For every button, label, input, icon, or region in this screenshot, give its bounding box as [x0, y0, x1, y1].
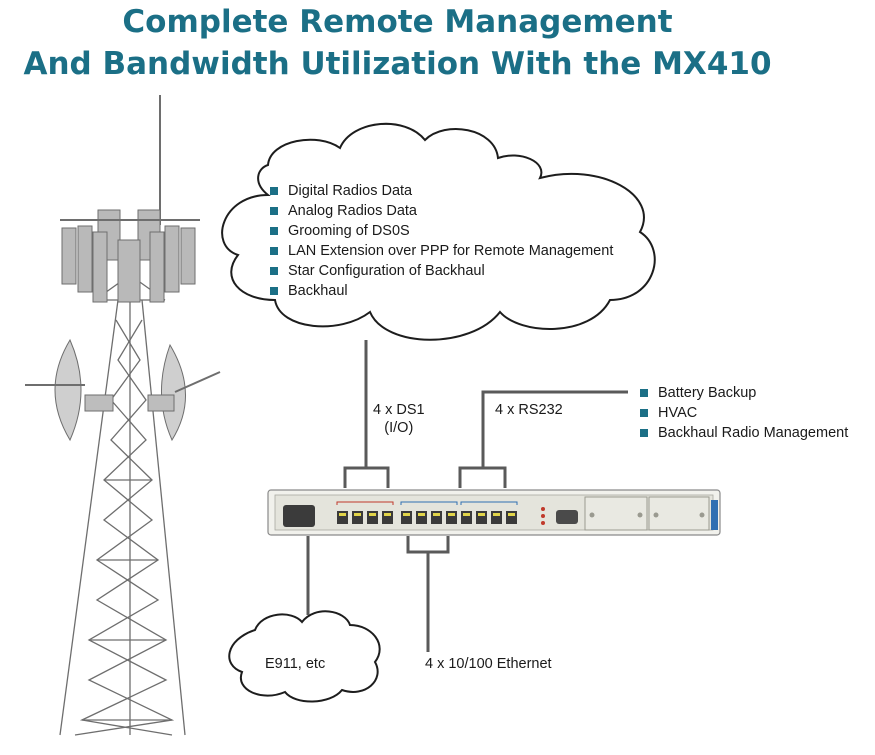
ds1-label-line-2: (I/O) — [384, 420, 414, 436]
cell-tower-illustration — [25, 95, 221, 736]
bullet-square-icon — [640, 429, 648, 437]
list-item: Backhaul Radio Management — [638, 423, 848, 443]
bullet-square-icon — [270, 247, 278, 255]
serial-port — [556, 510, 578, 524]
list-item: Grooming of DS0S — [268, 221, 613, 241]
title-line-1: Complete Remote Management — [122, 4, 673, 40]
list-item: HVAC — [638, 403, 848, 423]
list-item: Backhaul — [268, 281, 613, 301]
bullet-square-icon — [270, 207, 278, 215]
ds1-label: 4 x DS1 (I/O) — [373, 401, 425, 437]
list-item: Analog Radios Data — [268, 201, 613, 221]
bullet-square-icon — [270, 187, 278, 195]
bullet-square-icon — [270, 227, 278, 235]
bullet-square-icon — [640, 409, 648, 417]
list-item: Battery Backup — [638, 383, 848, 403]
e911-label: E911, etc — [265, 656, 326, 672]
side-bullet-list: Battery Backup HVAC Backhaul Radio Manag… — [638, 383, 848, 443]
bullet-square-icon — [270, 267, 278, 275]
title-line-2: And Bandwidth Utilization With the MX410 — [23, 46, 772, 82]
e911-cloud — [228, 610, 381, 703]
list-item: LAN Extension over PPP for Remote Manage… — [268, 241, 613, 261]
ethernet-label: 4 x 10/100 Ethernet — [425, 656, 552, 672]
cloud-bullet-list: Digital Radios Data Analog Radios Data G… — [268, 181, 613, 301]
bullet-square-icon — [640, 389, 648, 397]
list-item: Digital Radios Data — [268, 181, 613, 201]
rs232-label: 4 x RS232 — [495, 402, 563, 418]
services-cloud — [221, 122, 656, 341]
mx410-device — [267, 489, 721, 536]
ds1-label-line-1: 4 x DS1 — [373, 402, 425, 418]
connector-lines — [306, 340, 628, 652]
list-item: Star Configuration of Backhaul — [268, 261, 613, 281]
bullet-square-icon — [270, 287, 278, 295]
db-connector — [283, 505, 315, 527]
rj45-ports — [337, 511, 517, 524]
